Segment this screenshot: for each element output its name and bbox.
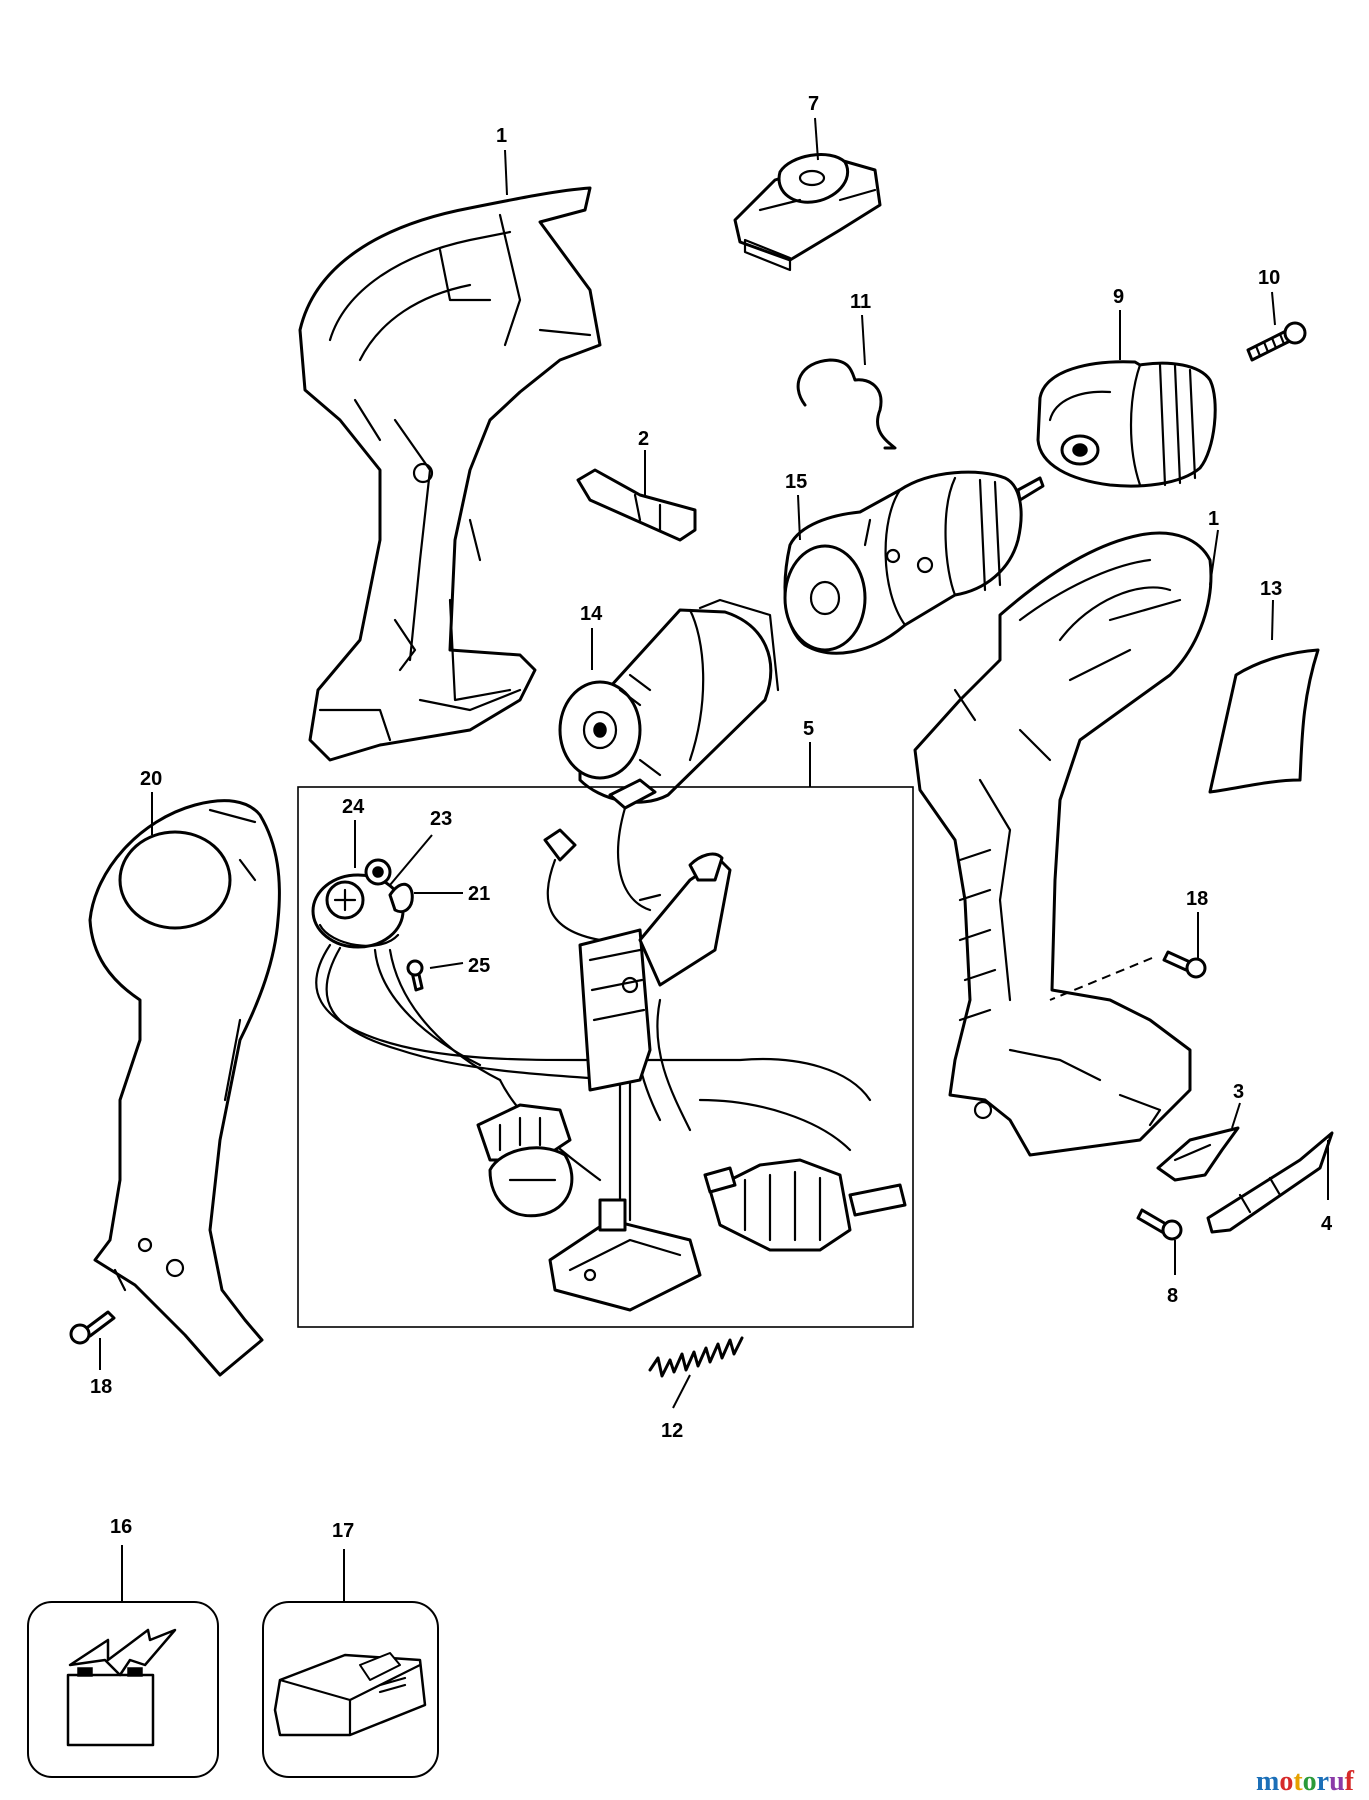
switch-cap <box>311 858 414 949</box>
compression-spring <box>648 1336 744 1378</box>
leader-lines <box>99 117 1329 1602</box>
watermark-text: motoruf <box>1256 1766 1355 1797</box>
callout-16: 16 <box>110 1516 132 1538</box>
callout-23: 23 <box>430 808 452 830</box>
right-housing-half <box>913 531 1213 1157</box>
direction-slider <box>733 153 882 272</box>
screw-10 <box>1246 321 1307 362</box>
callout-17: 17 <box>332 1520 354 1542</box>
callout-2: 2 <box>638 428 649 450</box>
switch-assembly-frame <box>297 786 914 1328</box>
callout-21: 21 <box>468 883 490 905</box>
watermark-letter: o <box>1303 1766 1317 1797</box>
callout-5: 5 <box>803 718 814 740</box>
screw-25 <box>406 959 424 992</box>
motor <box>558 598 780 804</box>
watermark-letter: u <box>1329 1766 1345 1797</box>
callout-1-left: 1 <box>496 125 507 147</box>
callout-4: 4 <box>1321 1213 1333 1235</box>
bit-clip <box>1156 1126 1240 1182</box>
trigger-switch-block <box>543 778 732 1092</box>
callout-20: 20 <box>140 768 162 790</box>
bit-holder-2 <box>576 468 697 542</box>
screw-8 <box>1136 1208 1183 1241</box>
callout-18-right: 18 <box>1186 888 1208 910</box>
watermark-letter: o <box>1279 1766 1293 1797</box>
terminal-block <box>476 1103 574 1218</box>
spring-clip <box>796 358 897 450</box>
callout-labels: 1 7 10 11 9 2 15 1 13 14 5 20 24 23 21 2… <box>90 93 1333 1542</box>
callout-12: 12 <box>661 1420 683 1442</box>
callout-8: 8 <box>1167 1285 1178 1307</box>
callout-24: 24 <box>342 796 365 818</box>
side-cover <box>88 799 281 1377</box>
left-housing-half <box>298 186 602 762</box>
callout-1-right: 1 <box>1208 508 1219 530</box>
contact-comb <box>703 1158 907 1252</box>
screw-18-left <box>69 1310 116 1345</box>
watermark-letter: m <box>1256 1766 1279 1797</box>
keyless-chuck <box>1036 360 1217 488</box>
callout-25: 25 <box>468 955 490 977</box>
watermark-letter: t <box>1293 1766 1303 1797</box>
watermark-letter: r <box>1317 1766 1329 1797</box>
gearbox <box>783 470 1045 655</box>
screwdriver-bit <box>1206 1131 1334 1234</box>
battery-pack-box <box>262 1601 439 1778</box>
battery-contact-plate <box>548 1198 702 1312</box>
callout-3: 3 <box>1233 1081 1244 1103</box>
label-plate <box>1208 648 1320 794</box>
screw-18-right <box>1162 950 1207 979</box>
battery-icon-box <box>27 1601 219 1778</box>
watermark-letter: f <box>1345 1766 1355 1797</box>
callout-15: 15 <box>785 471 807 493</box>
callout-11: 11 <box>850 291 871 313</box>
callout-9: 9 <box>1113 286 1124 308</box>
callout-10: 10 <box>1258 267 1280 289</box>
screw-alignment-line <box>1049 957 1153 1001</box>
callout-14: 14 <box>580 603 603 625</box>
callout-7: 7 <box>808 93 819 115</box>
callout-13: 13 <box>1260 578 1282 600</box>
callout-18-left: 18 <box>90 1376 112 1398</box>
